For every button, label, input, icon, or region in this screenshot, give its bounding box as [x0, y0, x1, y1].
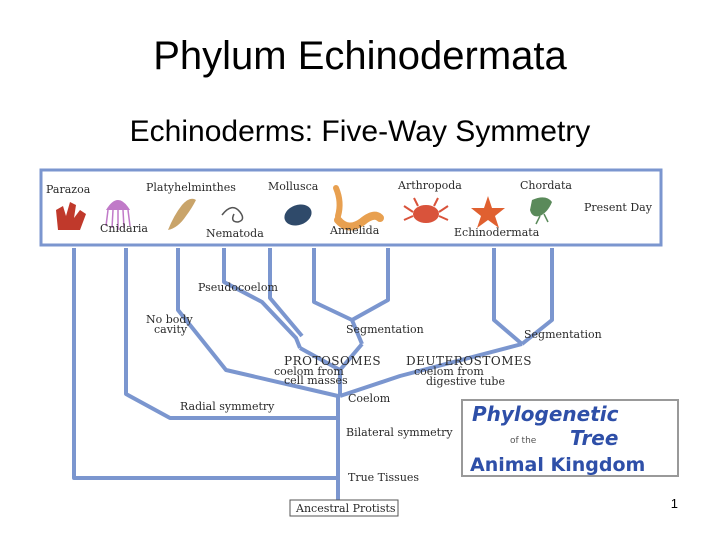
label-no-body-cavity-2: cavity — [154, 323, 188, 336]
crab-illustration — [403, 197, 449, 223]
label-radial-symmetry: Radial symmetry — [180, 400, 275, 413]
label-nematoda: Nematoda — [206, 227, 264, 240]
label-deuterostomes: DEUTEROSTOMES — [406, 354, 532, 368]
label-arthropoda: Arthropoda — [397, 179, 462, 192]
label-deuterostomes-desc: coelom from — [414, 365, 484, 378]
label-segmentation-right: Segmentation — [524, 328, 602, 341]
label-protostomes: PROTOSOMES — [284, 354, 381, 368]
starfish-illustration — [471, 196, 505, 228]
label-deuterostomes-desc-2: digestive tube — [426, 375, 505, 388]
label-chordata: Chordata — [520, 179, 572, 192]
label-echinodermata: Echinodermata — [454, 226, 540, 239]
label-no-body-cavity: No body — [146, 313, 193, 326]
label-present-day: Present Day — [584, 201, 653, 214]
label-bilateral-symmetry: Bilateral symmetry — [346, 426, 453, 439]
label-segmentation-left: Segmentation — [346, 323, 424, 336]
label-mollusca: Mollusca — [268, 180, 319, 193]
nematode-illustration — [221, 206, 244, 223]
label-true-tissues: True Tissues — [348, 471, 419, 484]
label-annelida: Annelida — [329, 224, 380, 237]
phylogenetic-tree-logo: Phylogenetic of the Tree Animal Kingdom — [461, 399, 679, 477]
label-coelom: Coelom — [348, 392, 391, 405]
chordate-illustration — [530, 197, 552, 225]
slide-subtitle: Echinoderms: Five-Way Symmetry — [129, 115, 591, 148]
label-protostomes-desc-2: cell masses — [284, 374, 348, 387]
label-protostomes-desc: coelom from — [274, 365, 344, 378]
flatworm-illustration — [168, 198, 196, 230]
label-ancestral-protists: Ancestral Protists — [295, 502, 396, 515]
page-number: 1 — [670, 496, 678, 511]
mussel-illustration — [284, 204, 312, 226]
phylogenetic-tree-diagram: Parazoa Cnidaria Platyhelminthes Nematod… — [39, 168, 679, 517]
organism-panel — [39, 168, 663, 247]
ancestral-protists-box — [289, 499, 399, 517]
tree-branches — [72, 248, 554, 500]
jellyfish-illustration — [105, 200, 131, 230]
sponge-illustration — [56, 202, 86, 230]
logo-line-2a: of the — [510, 436, 537, 446]
label-cnidaria: Cnidaria — [100, 222, 148, 235]
slide-title: Phylum Echinodermata — [153, 34, 567, 78]
annelid-illustration — [333, 185, 384, 231]
logo-line-1: Phylogenetic — [472, 402, 619, 426]
label-pseudocoelom: Pseudocoelom — [198, 281, 278, 294]
logo-line-3: Animal Kingdom — [470, 454, 645, 476]
label-platyhelminthes: Platyhelminthes — [146, 181, 236, 194]
label-parazoa: Parazoa — [46, 183, 91, 196]
logo-line-2b: Tree — [570, 426, 618, 450]
